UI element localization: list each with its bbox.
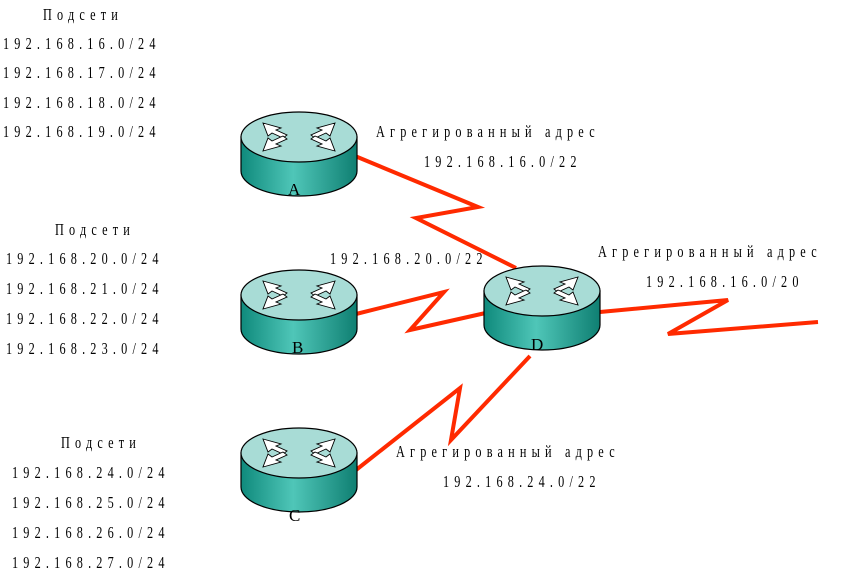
- router-d-label: D: [531, 335, 543, 354]
- aggregate-c-label: Агрегированный адрес: [396, 442, 620, 461]
- subnet-address: 192.168.21.0/24: [6, 279, 164, 298]
- subnet-group-title: Подсети: [61, 433, 142, 452]
- link-d-upstream: [599, 298, 819, 336]
- subnet-address: 192.168.19.0/24: [3, 122, 161, 141]
- subnet-address: 192.168.18.0/24: [3, 93, 161, 112]
- subnet-address: 192.168.24.0/24: [12, 463, 170, 482]
- router-a: [240, 111, 358, 197]
- subnet-address: 192.168.17.0/24: [3, 63, 161, 82]
- link-b-d: [355, 288, 491, 334]
- router-b-label: B: [292, 338, 303, 357]
- subnet-address: 192.168.20.0/24: [6, 249, 164, 268]
- aggregate-c-address: 192.168.24.0/22: [443, 472, 601, 491]
- aggregate-d-address: 192.168.16.0/20: [646, 272, 804, 291]
- subnet-address: 192.168.27.0/24: [12, 553, 170, 572]
- link-a-d: [354, 154, 517, 270]
- router-a-label: A: [288, 180, 301, 199]
- router-b: [240, 269, 358, 355]
- router-c-label: C: [289, 506, 300, 525]
- aggregate-a-address: 192.168.16.0/22: [424, 152, 582, 171]
- link-c-d: [354, 354, 532, 472]
- subnet-address: 192.168.22.0/24: [6, 309, 164, 328]
- aggregate-d-label: Агрегированный адрес: [598, 242, 822, 261]
- subnet-address: 192.168.23.0/24: [6, 339, 164, 358]
- subnet-address: 192.168.25.0/24: [12, 493, 170, 512]
- subnet-address: 192.168.26.0/24: [12, 523, 170, 542]
- subnet-address: 192.168.16.0/24: [3, 34, 161, 53]
- aggregate-b-address: 192.168.20.0/22: [330, 249, 488, 268]
- router-c: [240, 427, 358, 513]
- subnet-group-title: Подсети: [43, 5, 124, 24]
- router-d: [483, 265, 601, 351]
- subnet-group-title: Подсети: [55, 220, 136, 239]
- aggregate-a-label: Агрегированный адрес: [376, 122, 600, 141]
